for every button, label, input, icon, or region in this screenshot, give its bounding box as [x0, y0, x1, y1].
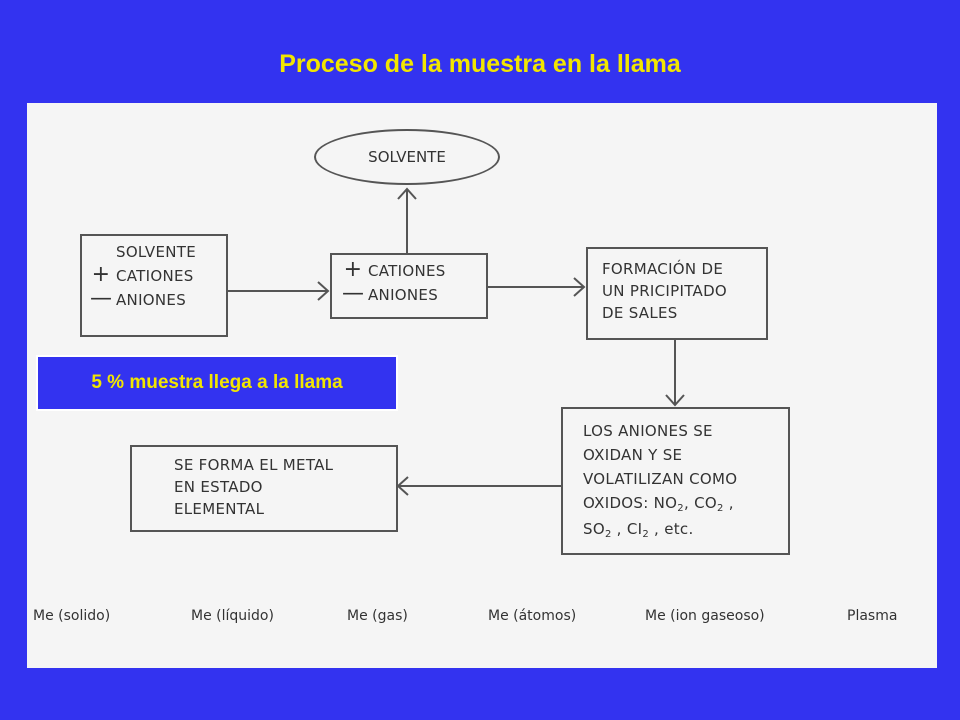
metal-line-3: ELEMENTAL: [174, 499, 265, 518]
plus-sign: +: [91, 261, 111, 287]
stage-plasma: Plasma: [847, 608, 898, 624]
subscript: 2: [716, 503, 724, 514]
solvent-node-label: SOLVENTE: [368, 148, 446, 166]
precipitate-line-2: UN PRICIPITADO: [602, 281, 728, 300]
anions-box: LOS ANIONES SE OXIDAN Y SE VOLATILIZAN C…: [561, 407, 790, 555]
oxides-suffix: ,: [723, 494, 734, 512]
metal-line-2: EN ESTADO: [174, 477, 263, 496]
minus-sign: —: [342, 280, 365, 306]
page-title: Proceso de la muestra en la llama: [279, 50, 681, 78]
oxides-prefix: OXIDOS: NO: [583, 494, 678, 512]
connector-arrows: [228, 187, 685, 496]
stage-atoms: Me (átomos): [488, 608, 577, 624]
stage-liquid: Me (líquido): [191, 608, 274, 624]
subscript: 2: [677, 503, 684, 514]
ions-box-cations: + CATIONES: [342, 259, 486, 283]
precipitate-line-3: DE SALES: [602, 303, 678, 322]
etc-suffix: , etc.: [648, 520, 694, 538]
anions-line-3: VOLATILIZAN COMO: [583, 470, 738, 488]
ions-box-anions-label: ANIONES: [368, 285, 439, 304]
ions-box: + CATIONES —ANIONES: [330, 253, 488, 319]
input-box-anions-label: ANIONES: [116, 290, 187, 309]
precipitate-line-1: FORMACIÓN DE: [602, 260, 724, 278]
anions-line-1: LOS ANIONES SE: [583, 422, 713, 440]
stage-gas: Me (gas): [347, 608, 408, 624]
ions-box-anions: —ANIONES: [342, 280, 486, 307]
cl-mid: , CI: [611, 520, 643, 538]
oxides-mid: , CO: [683, 494, 717, 512]
anions-line-2: OXIDAN Y SE: [583, 446, 683, 464]
subscript: 2: [642, 529, 649, 540]
minus-sign: —: [90, 285, 113, 311]
input-box-solvent: SOLVENTE: [116, 243, 197, 261]
sample-reaches-flame-callout: 5 % muestra llega a la llama: [36, 355, 398, 411]
plus-sign: +: [343, 257, 363, 282]
input-box-cations-label: CATIONES: [116, 266, 194, 285]
anions-line-5: SO2 , CI2 , etc.: [583, 517, 788, 543]
anions-line-4: OXIDOS: NO2, CO2 ,: [583, 491, 788, 517]
stage-gaseous-ion: Me (ion gaseoso): [645, 608, 765, 624]
subscript: 2: [604, 529, 612, 540]
solvent-node: SOLVENTE: [314, 129, 500, 185]
input-box: SOLVENTE + CATIONES —ANIONES: [80, 234, 228, 337]
input-box-anions: —ANIONES: [90, 285, 226, 312]
precipitate-box: FORMACIÓN DE UN PRICIPITADO DE SALES: [586, 247, 768, 340]
metal-box: SE FORMA EL METAL EN ESTADO ELEMENTAL: [130, 445, 398, 532]
so-prefix: SO: [583, 520, 605, 538]
stage-solid: Me (solido): [33, 608, 111, 624]
ions-box-cations-label: CATIONES: [368, 262, 446, 280]
metal-line-1: SE FORMA EL METAL: [174, 456, 334, 474]
input-box-cations: + CATIONES: [90, 261, 226, 288]
